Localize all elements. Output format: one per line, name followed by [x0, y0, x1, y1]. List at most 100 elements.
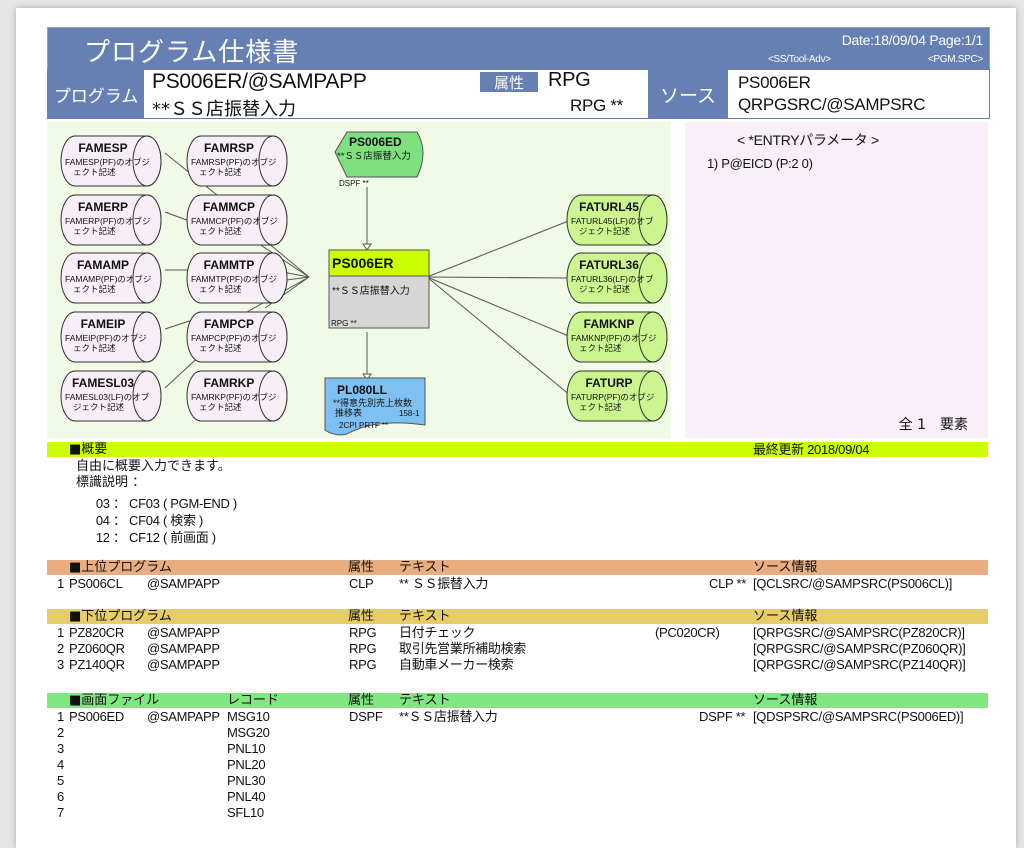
file-name: FAMPCP — [204, 317, 254, 331]
cylinder-end — [258, 135, 288, 187]
file-description: ジェクト記述 — [579, 226, 631, 236]
note: DSPF ** — [699, 709, 746, 724]
file-description: ェクト記述 — [73, 284, 116, 294]
library: @SAMPAPP — [147, 625, 220, 640]
source-member: PS006ER — [738, 73, 811, 92]
lower-program-row[interactable]: 3 PZ140QR @SAMPAPP RPG 自動車メーカー検索 [QRPGSR… — [47, 657, 988, 673]
upper-col-text: テキスト — [399, 560, 451, 575]
overview-line: 04 ： CF04 ( 検索 ) — [76, 513, 204, 528]
attribute: RPG — [349, 657, 377, 672]
file-name: FATURP — [585, 376, 632, 390]
header-bar: プログラム仕様書 Date:18/09/04 Page:1/1 <SS/Tool… — [47, 27, 990, 71]
library: @SAMPAPP — [147, 576, 220, 591]
program-name: PS006ER/@SAMPAPP — [152, 70, 367, 93]
display-file-shape — [334, 131, 424, 178]
note: CLP ** — [709, 576, 746, 591]
lower-programs-band: ■下位プログラム 属性 テキスト ソース情報 — [47, 609, 988, 624]
source-info: [QRPGSRC/@SAMPSRC(PZ060QR)] — [753, 641, 966, 656]
screen-record-row[interactable]: 6 PNL40 — [47, 789, 988, 805]
screen-file-row[interactable]: 1 PS006ED @SAMPAPP MSG10 DSPF **ＳＳ店振替入力 … — [47, 709, 988, 725]
screen-record-row[interactable]: 2 MSG20 — [47, 725, 988, 741]
file-description: ェクト記述 — [73, 167, 116, 177]
row-no: 7 — [57, 805, 64, 820]
arrow-icon — [362, 243, 372, 251]
date-page: Date:18/09/04 Page:1/1 — [841, 32, 984, 48]
row-no: 2 — [57, 725, 64, 740]
note: (PC020CR) — [655, 625, 720, 640]
overview-band: ■概要 最終更新 2018/09/04 — [47, 442, 988, 457]
cylinder-end — [258, 370, 288, 422]
connector-line — [426, 276, 572, 279]
file-description: FAMRKP(PF)のオブジ — [191, 392, 276, 402]
file-description: ェクト記述 — [73, 226, 116, 236]
row-no: 3 — [57, 741, 64, 756]
record-name: SFL10 — [227, 805, 264, 820]
source-info: [QRPGSRC/@SAMPSRC(PZ820CR)] — [753, 625, 965, 640]
printer-file-type: 2CPI PRTF ** — [339, 421, 388, 430]
row-no: 1 — [57, 709, 64, 724]
screen-record-row[interactable]: 7 SFL10 — [47, 805, 988, 821]
file-name: FAMKNP — [584, 317, 635, 331]
screen-record-row[interactable]: 4 PNL20 — [47, 757, 988, 773]
text: 自動車メーカー検索 — [399, 657, 514, 672]
file-description: ェクト記述 — [579, 402, 622, 412]
file-description: FAMERP(PF)のオブジ — [65, 216, 150, 226]
record-name: PNL20 — [227, 757, 266, 772]
diagram-canvas: FAMESPFAMESP(PF)のオブジェクト記述FAMERPFAMERP(PF… — [60, 131, 668, 436]
file-name: FAMMTP — [204, 258, 255, 272]
source-label: ソース — [648, 70, 728, 118]
file-description: FATURP(PF)のオブジ — [571, 392, 654, 402]
overview-line: 12 ： CF12 ( 前画面 ) — [76, 530, 216, 545]
printer-file-shape — [324, 377, 426, 436]
connector-line — [426, 219, 572, 278]
file-name: FAMRKP — [204, 376, 255, 390]
printer-file-text: **得意先別売上枚数 — [333, 397, 412, 408]
screen-col-text: テキスト — [399, 693, 451, 708]
center-body — [328, 275, 430, 329]
file-name: FAMEIP — [81, 317, 126, 331]
file-description: ェクト記述 — [199, 226, 242, 236]
file-description: ェクト記述 — [199, 343, 242, 353]
source-info: [QRPGSRC/@SAMPSRC(PZ140QR)] — [753, 657, 966, 672]
connector-line — [266, 241, 310, 278]
lower-col-attr: 属性 — [348, 609, 375, 624]
screen-record-row[interactable]: 3 PNL10 — [47, 741, 988, 757]
cylinder-end — [132, 252, 162, 304]
cylinder-end — [638, 311, 668, 363]
attribute: RPG — [349, 641, 377, 656]
file-name: PS006ED — [69, 709, 124, 724]
screen-record-row[interactable]: 5 PNL30 — [47, 773, 988, 789]
record-name: PNL30 — [227, 773, 266, 788]
lower-program-row[interactable]: 2 PZ060QR @SAMPAPP RPG 取引先営業所補助検索 [QRPGS… — [47, 641, 988, 657]
attribute: CLP — [349, 576, 374, 591]
lower-program-row[interactable]: 1 PZ820CR @SAMPAPP RPG 日付チェック (PC020CR) … — [47, 625, 988, 641]
file-description: FATURL36(LF)のオブ — [571, 274, 654, 284]
entry-item: 1) P@EICD (P:2 0) — [707, 156, 813, 171]
file-description: FAMPCP(PF)のオブジ — [191, 333, 276, 343]
upper-program-row[interactable]: 1 PS006CL @SAMPAPP CLP ** ＳＳ振替入力 CLP ** … — [47, 576, 988, 592]
file-description: FAMESP(PF)のオブジ — [65, 157, 150, 167]
file-name: FAMESL03 — [72, 376, 134, 390]
cylinder-end — [132, 311, 162, 363]
file-name: FAMAMP — [77, 258, 129, 272]
cylinder-end — [132, 370, 162, 422]
record-name: PNL10 — [227, 741, 266, 756]
file-description: ジェクト記述 — [73, 402, 125, 412]
program-name: PS006CL — [69, 576, 123, 591]
program-label: プログラム — [48, 70, 144, 118]
source-info: [QDSPSRC/@SAMPSRC(PS006ED)] — [753, 709, 964, 724]
document-title: プログラム仕様書 — [84, 38, 300, 68]
row-no: 1 — [57, 625, 64, 640]
file-description: ェクト記述 — [73, 343, 116, 353]
screen-heading: ■画面ファイル — [69, 693, 160, 708]
row-no: 2 — [57, 641, 64, 656]
file-description: ジェクト記述 — [579, 284, 631, 294]
upper-programs-band: ■上位プログラム 属性 テキスト ソース情報 — [47, 560, 988, 575]
